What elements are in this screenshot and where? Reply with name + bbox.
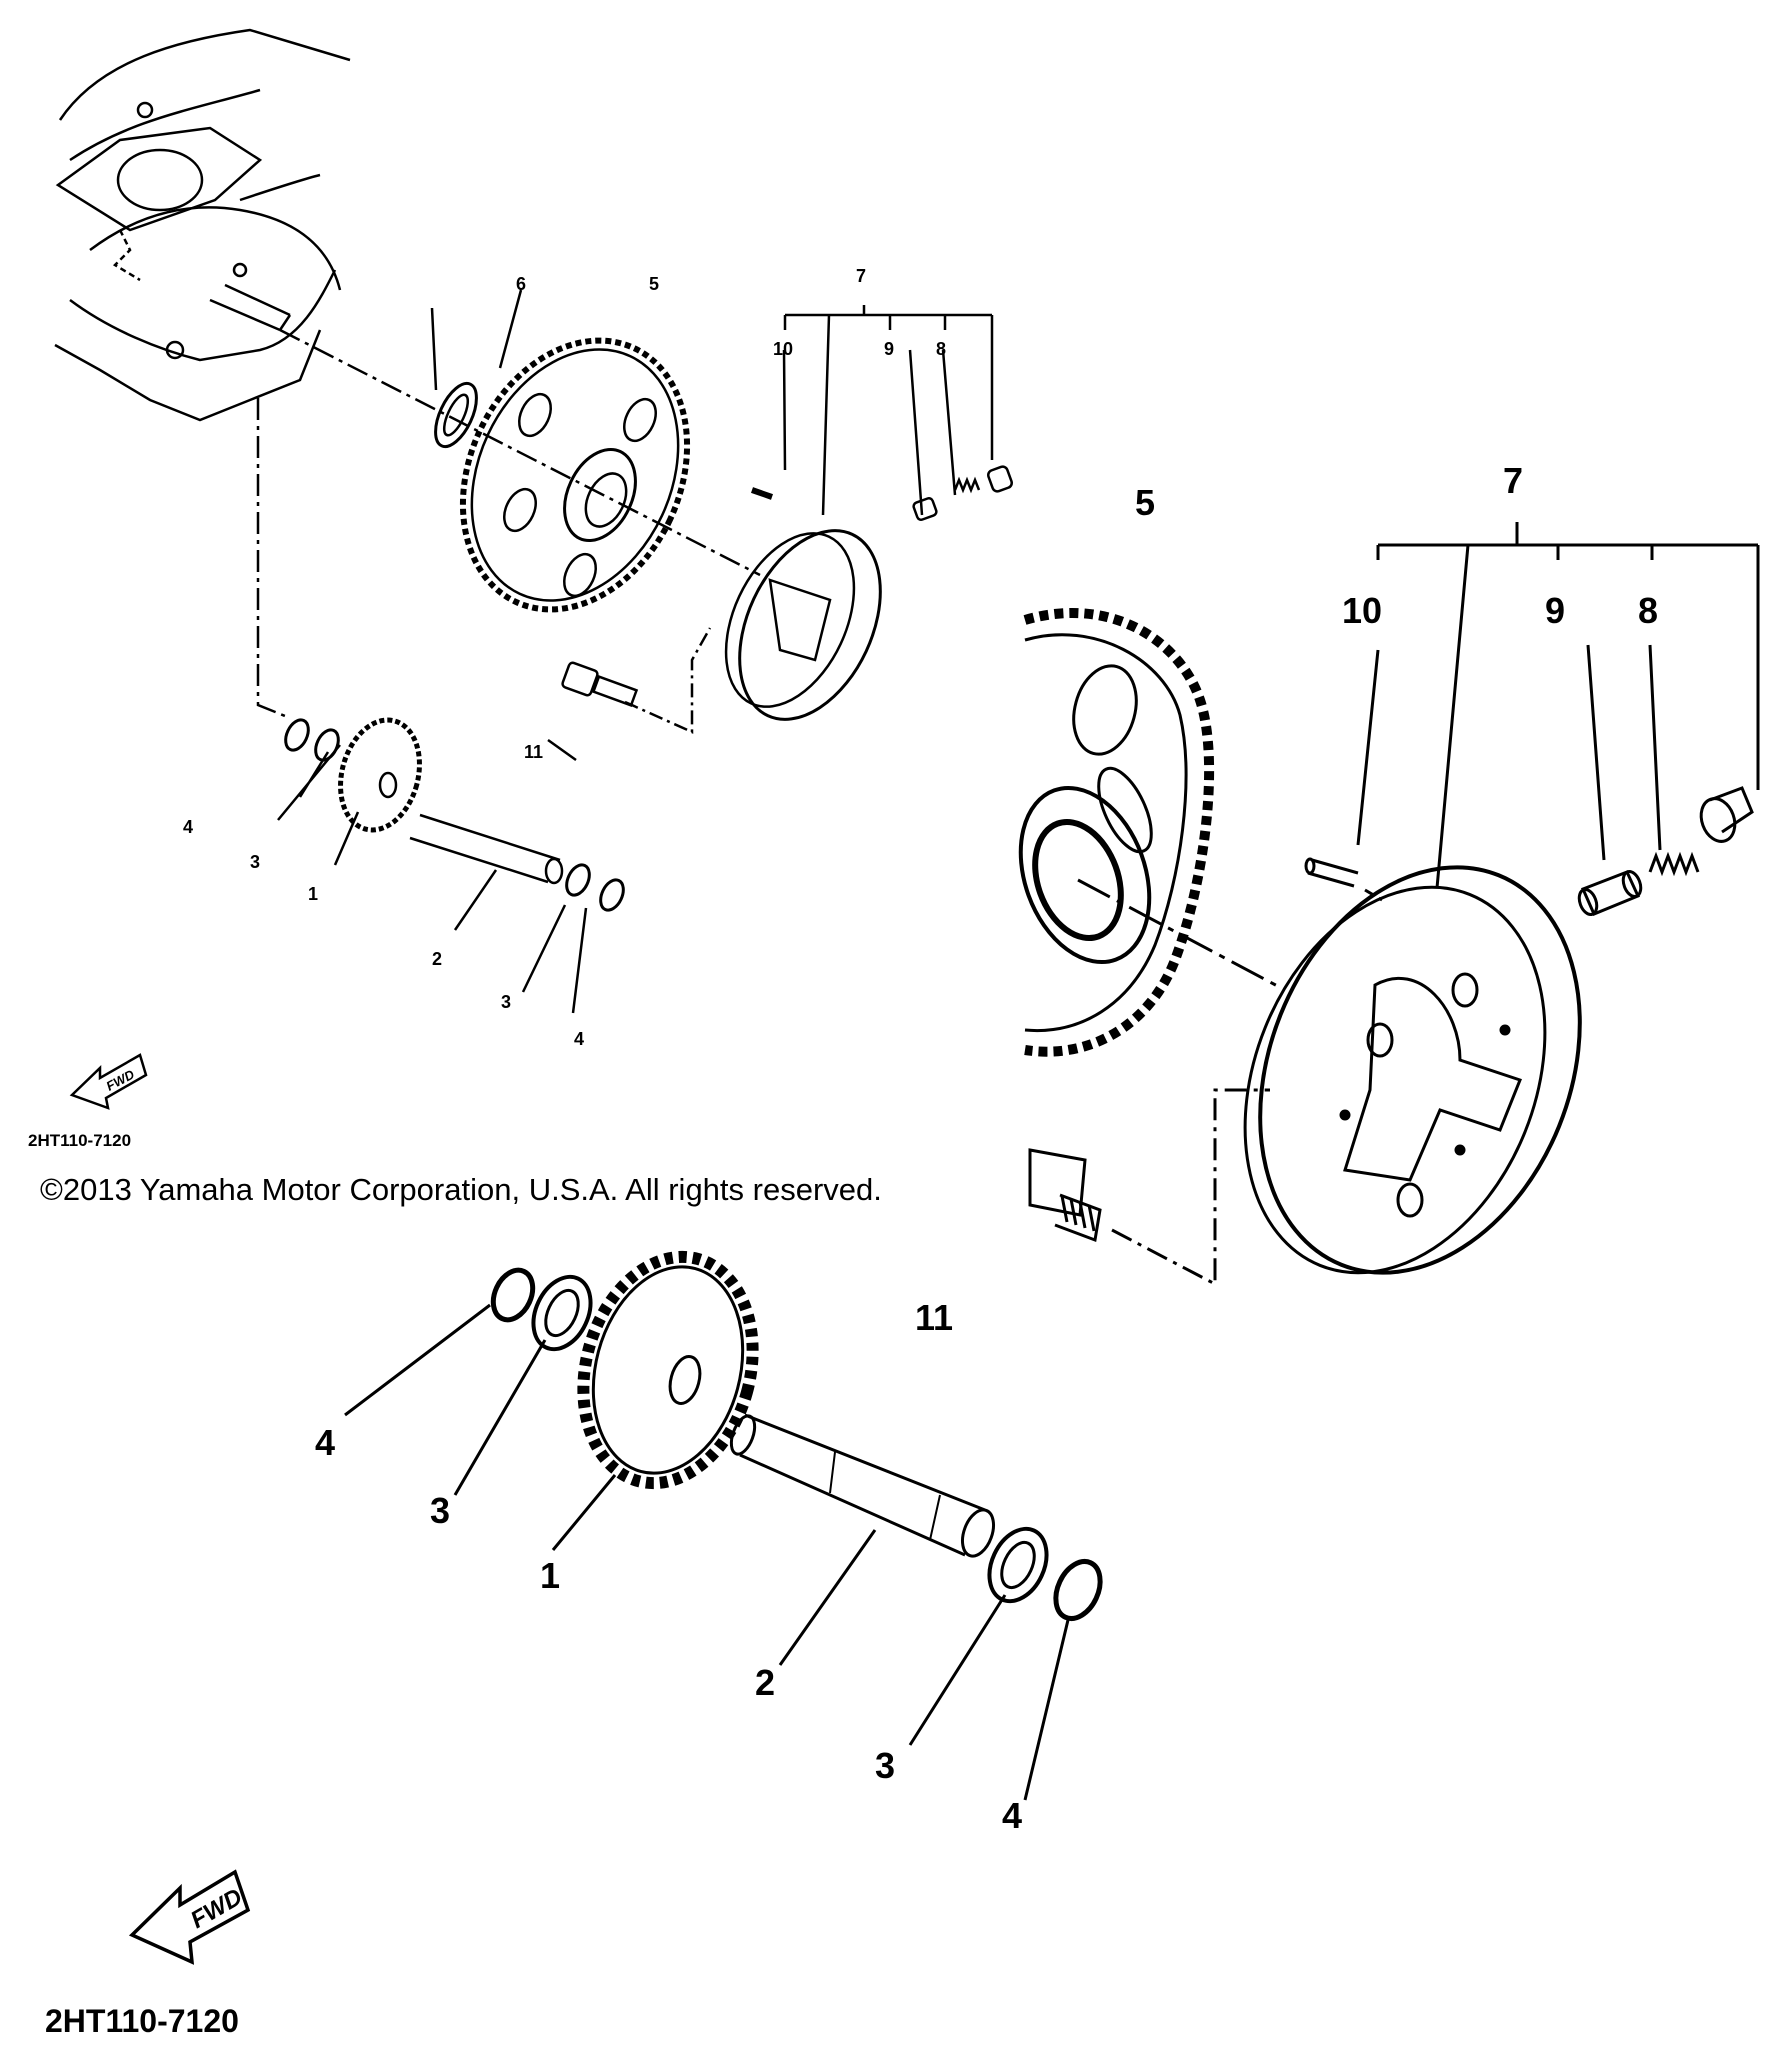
gear-5-small <box>459 337 691 613</box>
clutch-7-small <box>724 529 882 721</box>
copyright-notice: ©2013 Yamaha Motor Corporation, U.S.A. A… <box>40 1172 882 1207</box>
callout-3-small-b: 3 <box>501 992 511 1012</box>
cap-large <box>1699 786 1754 843</box>
callout-10-large: 10 <box>1342 590 1382 631</box>
cap-small <box>986 465 1014 493</box>
fwd-arrow-large: FWD <box>128 1869 251 1965</box>
pin-10-small <box>751 487 773 500</box>
gear-1-large <box>577 1250 759 1490</box>
spring-8-large <box>1648 851 1700 877</box>
gear-1-small <box>338 717 422 833</box>
clutch-7-large <box>1243 865 1582 1275</box>
callout-4-large-b: 4 <box>1002 1795 1022 1836</box>
engine-crankcase <box>54 28 351 422</box>
bolt-11-large <box>1028 1148 1102 1243</box>
callout-11-small: 11 <box>524 742 543 762</box>
washer-3-large-b <box>987 1526 1049 1604</box>
callout-5-small: 5 <box>649 274 659 294</box>
overview-illustration <box>54 28 1014 1014</box>
circlip-4-small-b <box>599 878 625 912</box>
callout-9-large: 9 <box>1545 590 1565 631</box>
callout-2-small: 2 <box>432 949 442 969</box>
washer-3-small-a <box>314 728 340 762</box>
diagram-code-large: 2HT110-7120 <box>45 2003 239 2039</box>
callout-11-large: 11 <box>915 1297 953 1338</box>
diagram-code-small: 2HT110-7120 <box>28 1131 131 1150</box>
circlip-4-large-a <box>490 1267 536 1323</box>
washer-3-large-a <box>531 1274 593 1352</box>
bolt-11-small <box>561 661 639 707</box>
overview-callouts: 7 10 9 8 6 5 11 4 3 1 2 3 4 <box>183 266 946 1049</box>
circlip-4-small-a <box>284 718 310 752</box>
callout-4-small-a: 4 <box>183 817 193 837</box>
washer-6-small <box>434 381 478 449</box>
callout-8-large: 8 <box>1638 590 1658 631</box>
shaft-2-large <box>729 1413 996 1558</box>
pin-10-large <box>1304 857 1359 888</box>
callout-5-large: 5 <box>1135 482 1155 523</box>
callout-4-small-b: 4 <box>574 1029 584 1049</box>
callout-1-large: 1 <box>540 1555 560 1596</box>
callout-3-large-a: 3 <box>430 1490 450 1531</box>
shaft-2-small <box>409 813 564 885</box>
washer-3-small-b <box>565 863 591 897</box>
callout-10-small: 10 <box>773 339 793 359</box>
callout-8-small: 8 <box>936 339 946 359</box>
circlip-4-large-b <box>1053 1559 1103 1621</box>
callout-1-small: 1 <box>308 884 318 904</box>
callout-9-small: 9 <box>884 339 894 359</box>
plunger-9-large <box>1577 869 1643 917</box>
callout-2-large: 2 <box>755 1662 775 1703</box>
callout-3-small-a: 3 <box>250 852 260 872</box>
callout-3-large-b: 3 <box>875 1745 895 1786</box>
enlarged-illustration <box>344 522 1760 1801</box>
callout-7-small: 7 <box>856 266 866 286</box>
callout-6-small: 6 <box>516 274 526 294</box>
callout-7-large: 7 <box>1503 460 1523 501</box>
plunger-9-small <box>912 496 938 522</box>
spring-8-small <box>953 476 981 494</box>
callout-4-large-a: 4 <box>315 1422 335 1463</box>
fwd-arrow-small: FWD <box>69 1053 148 1110</box>
enlarged-callouts: 7 5 10 9 8 11 4 3 1 2 3 4 <box>315 460 1658 1836</box>
gear-5-large <box>1018 607 1215 1057</box>
